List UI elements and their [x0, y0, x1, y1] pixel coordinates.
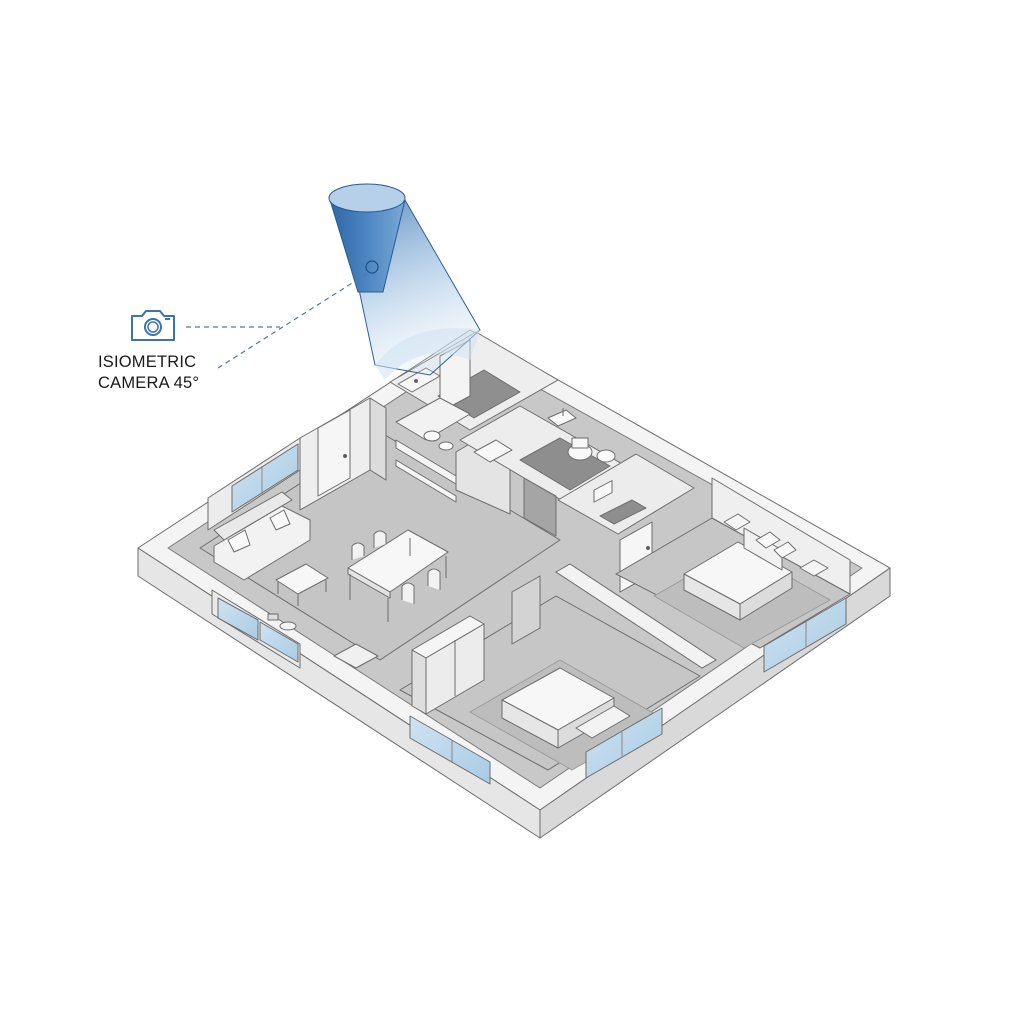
leader-lines [186, 272, 369, 369]
camera-label-line2: CAMERA 45° [98, 374, 200, 392]
sofa [213, 491, 311, 581]
master-bedroom [615, 477, 851, 673]
kitchenette-counter [211, 589, 301, 669]
camera-icon [131, 310, 175, 341]
coffee-table [275, 563, 329, 606]
camera-view-cone [328, 183, 481, 380]
camera-label: ISIOMETRIC CAMERA 45° [98, 352, 199, 394]
wardrobe [411, 615, 485, 715]
partition-wall [555, 563, 717, 669]
dining-table [347, 529, 449, 622]
double-bed-2 [501, 667, 631, 749]
camera-label-line1: ISIOMETRIC [98, 353, 197, 371]
double-bed [683, 527, 797, 621]
second-bedroom [399, 575, 701, 785]
